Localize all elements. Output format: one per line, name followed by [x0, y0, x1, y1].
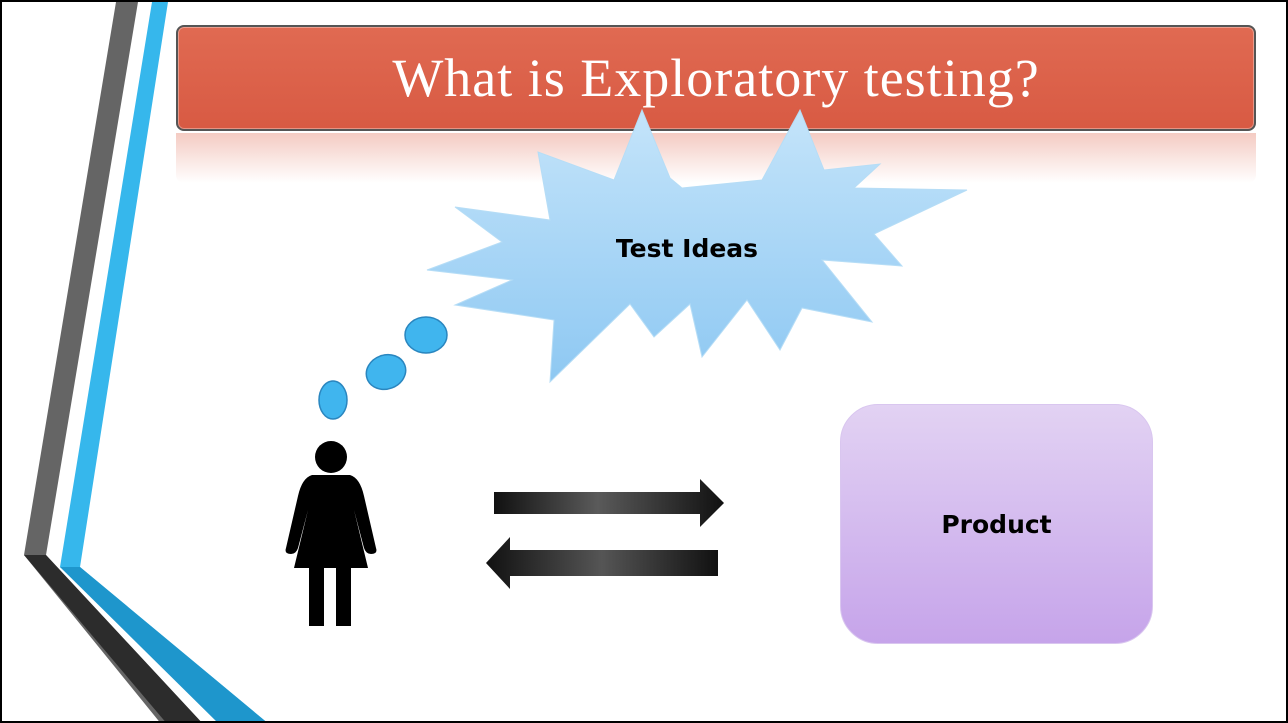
product-box: Product — [840, 404, 1153, 644]
blue-stripe — [60, 2, 266, 721]
woman-left-leg — [309, 566, 324, 626]
arrow-left-icon — [486, 537, 718, 589]
thought-cloud — [426, 108, 968, 384]
title-banner-reflection — [176, 133, 1256, 183]
woman-head — [315, 441, 347, 473]
woman-dress — [285, 475, 377, 568]
slide-title: What is Exploratory testing? — [392, 48, 1040, 108]
test-ideas-label: Test Ideas — [615, 234, 759, 263]
gray-stripe — [24, 2, 201, 721]
dark-diagonal-band — [24, 555, 201, 721]
woman-right-leg — [336, 566, 351, 626]
title-banner: What is Exploratory testing? — [176, 25, 1256, 131]
thought-bubble-medium — [365, 353, 407, 391]
arrow-right-icon — [494, 479, 724, 527]
product-label: Product — [941, 509, 1052, 539]
thought-bubble-large — [404, 316, 448, 354]
blue-diagonal-band — [60, 567, 266, 721]
thought-bubble-small — [318, 380, 348, 420]
woman-icon — [285, 441, 377, 626]
